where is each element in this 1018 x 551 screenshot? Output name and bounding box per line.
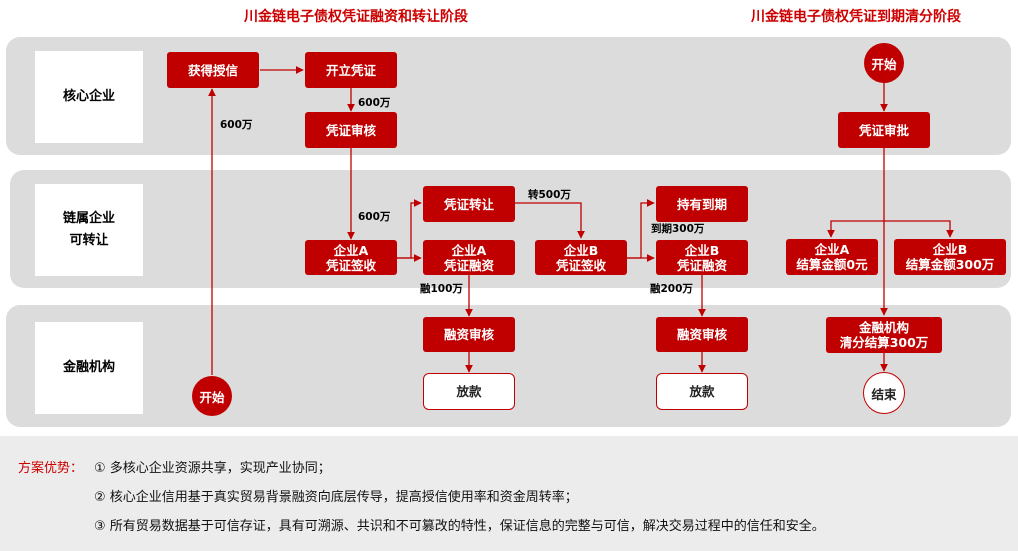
amount-maturity: 到期300万 — [651, 223, 705, 235]
lane-label-core: 核心企业 — [35, 51, 143, 143]
node-voucher-review: 凭证审核 — [305, 112, 397, 148]
node-disburse-2: 放款 — [656, 373, 748, 410]
amount-transfer: 转500万 — [528, 189, 571, 201]
node-voucher-approval: 凭证审批 — [838, 112, 930, 148]
lane-label-chain-line2: 可转让 — [69, 233, 109, 248]
lane-label-chain: 链属企业 可转让 — [35, 184, 143, 276]
flow-arrows — [208, 66, 954, 375]
arrow-transfer-to-b-sign — [515, 202, 585, 239]
node-company-b-sign-line2: 凭证签收 — [555, 257, 606, 273]
node-settle-company-b-line2: 结算金额300万 — [905, 257, 995, 272]
advantage-item-3: ③ 所有贸易数据基于可信存证，具有可溯源、共识和不可篡改的特性，保证信息的完整与… — [94, 519, 825, 534]
arrow-to-settle-b — [884, 220, 954, 238]
stage2-title: 川金链电子债权凭证到期清分阶段 — [751, 9, 961, 25]
node-company-b-sign-line1: 企业B — [563, 242, 599, 258]
advantage-item-2: ② 核心企业信用基于真实贸易背景融资向底层传导，提高授信使用率和资金周转率； — [94, 490, 578, 505]
node-institution-line2: 清分结算300万 — [839, 335, 929, 350]
advantages-label: 方案优势： — [18, 461, 84, 476]
node-company-a-sign-line1: 企业A — [333, 242, 369, 258]
amount-financing-b: 融200万 — [650, 283, 693, 295]
amount-issue: 600万 — [358, 97, 391, 109]
node-end: 结束 — [863, 372, 905, 414]
node-company-b-financing-line1: 企业B — [684, 242, 720, 258]
node-settle-company-b-line1: 企业B — [932, 242, 968, 257]
stage1-title: 川金链电子债权凭证融资和转让阶段 — [244, 9, 468, 25]
advantages-panel — [0, 436, 1018, 551]
node-company-b-financing: 企业B 凭证融资 — [656, 240, 748, 275]
node-company-a-financing-line1: 企业A — [451, 242, 487, 258]
arrow-a-sign-to-transfer — [397, 199, 422, 259]
node-company-a-financing: 企业A 凭证融资 — [423, 240, 515, 275]
node-settle-company-a: 企业A 结算金额0元 — [786, 239, 878, 275]
node-settle-company-a-line1: 企业A — [814, 242, 850, 257]
amount-credit: 600万 — [220, 119, 253, 131]
node-disburse-1: 放款 — [423, 373, 515, 410]
arrow-b-sign-to-hold — [627, 199, 655, 259]
node-financing-review-2: 融资审核 — [656, 317, 748, 352]
lane-label-financial: 金融机构 — [35, 322, 143, 414]
node-get-credit: 获得授信 — [167, 52, 259, 88]
node-company-a-financing-line2: 凭证融资 — [443, 257, 494, 273]
node-hold-to-maturity: 持有到期 — [656, 186, 748, 222]
node-company-b-sign: 企业B 凭证签收 — [535, 240, 627, 275]
node-company-a-sign-line2: 凭证签收 — [325, 257, 376, 273]
advantage-item-1: ① 多核心企业资源共享，实现产业协同； — [94, 461, 331, 476]
node-institution-line1: 金融机构 — [858, 320, 909, 335]
node-start-1: 开始 — [192, 376, 232, 416]
node-voucher-transfer: 凭证转让 — [423, 186, 515, 222]
node-open-voucher: 开立凭证 — [305, 52, 397, 88]
node-settle-company-b: 企业B 结算金额300万 — [894, 239, 1006, 275]
node-company-a-sign: 企业A 凭证签收 — [305, 240, 397, 275]
amount-financing-a: 融100万 — [420, 283, 463, 295]
node-company-b-financing-line2: 凭证融资 — [676, 257, 727, 273]
lane-label-chain-line1: 链属企业 — [62, 211, 115, 226]
node-financial-institution-settlement: 金融机构 清分结算300万 — [826, 317, 942, 353]
node-settle-company-a-line2: 结算金额0元 — [796, 257, 868, 272]
amount-to-company-a: 600万 — [358, 211, 391, 223]
arrow-to-settle-a — [827, 220, 884, 238]
node-financing-review-1: 融资审核 — [423, 317, 515, 352]
node-start-2: 开始 — [864, 43, 904, 83]
